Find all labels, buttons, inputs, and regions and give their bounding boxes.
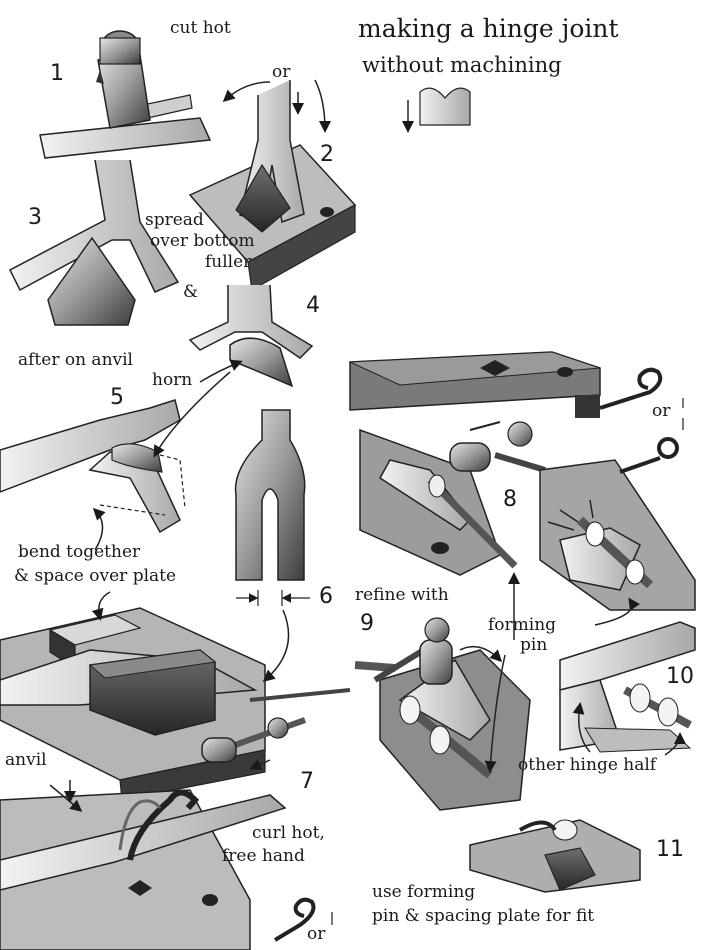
step-number-1: 1 [50,61,64,86]
step-number-3: 3 [28,205,42,230]
step-number-8: 8 [503,487,517,512]
diagram-title: making a hinge joint [358,14,619,43]
step-number-10: 10 [666,664,694,689]
step11-assembled [469,819,641,893]
step-number-11: 11 [656,837,684,862]
step10-hinge-half [559,621,696,753]
step7-curl [0,789,287,950]
label-spread: spread [145,210,204,230]
label-or-bottom: or [307,924,326,944]
label-after-on-anvil: after on anvil [18,350,133,370]
title-hinge-icon [402,87,471,133]
label-bend-together: bend together [18,542,141,562]
hammer-step7 [201,717,307,763]
label-over-bottom: over bottom [150,231,255,251]
step5-bend [0,399,186,534]
step4-horn [188,284,314,388]
label-horn: horn [152,370,193,390]
label-or-right: or [652,401,671,421]
label-fuller: fuller [205,252,252,272]
step-number-9: 9 [360,611,374,636]
label-cut-hot: cut hot [170,18,231,38]
label-pin: pin [520,635,548,655]
label-curl-hot: curl hot, [252,823,325,843]
label-free-hand: free hand [222,846,305,866]
curl-icon-bottom [273,897,333,942]
step2-fuller [188,80,357,291]
label-space-over-plate: & space over plate [14,566,177,586]
step-number-7: 7 [300,769,314,794]
curl-icons-right [599,367,684,474]
step-number-5: 5 [110,385,124,410]
step3-spread [9,159,180,326]
step9-scene [354,617,531,811]
label-or-top: or [272,62,291,82]
anvil-top-right [349,351,601,418]
step8-anvil-corner [539,459,696,611]
step8-forming [359,421,546,576]
label-anvil: anvil [5,750,47,770]
step-number-4: 4 [306,293,320,318]
step6-fork [234,409,310,606]
label-refine-with: refine with [355,585,449,605]
diagram-subtitle: without machining [362,53,562,77]
spacing-plate-scene [0,607,351,801]
label-forming: forming [488,615,557,635]
label-other-hinge-half: other hinge half [518,755,657,775]
label-use-forming: use forming [372,882,476,902]
step-number-6: 6 [319,584,333,609]
step1-chisel [39,30,212,159]
label-pin-spacing-plate: pin & spacing plate for fit [372,906,595,926]
step-number-2: 2 [320,142,334,167]
label-ampersand: & [183,282,199,302]
arrows [49,79,686,812]
